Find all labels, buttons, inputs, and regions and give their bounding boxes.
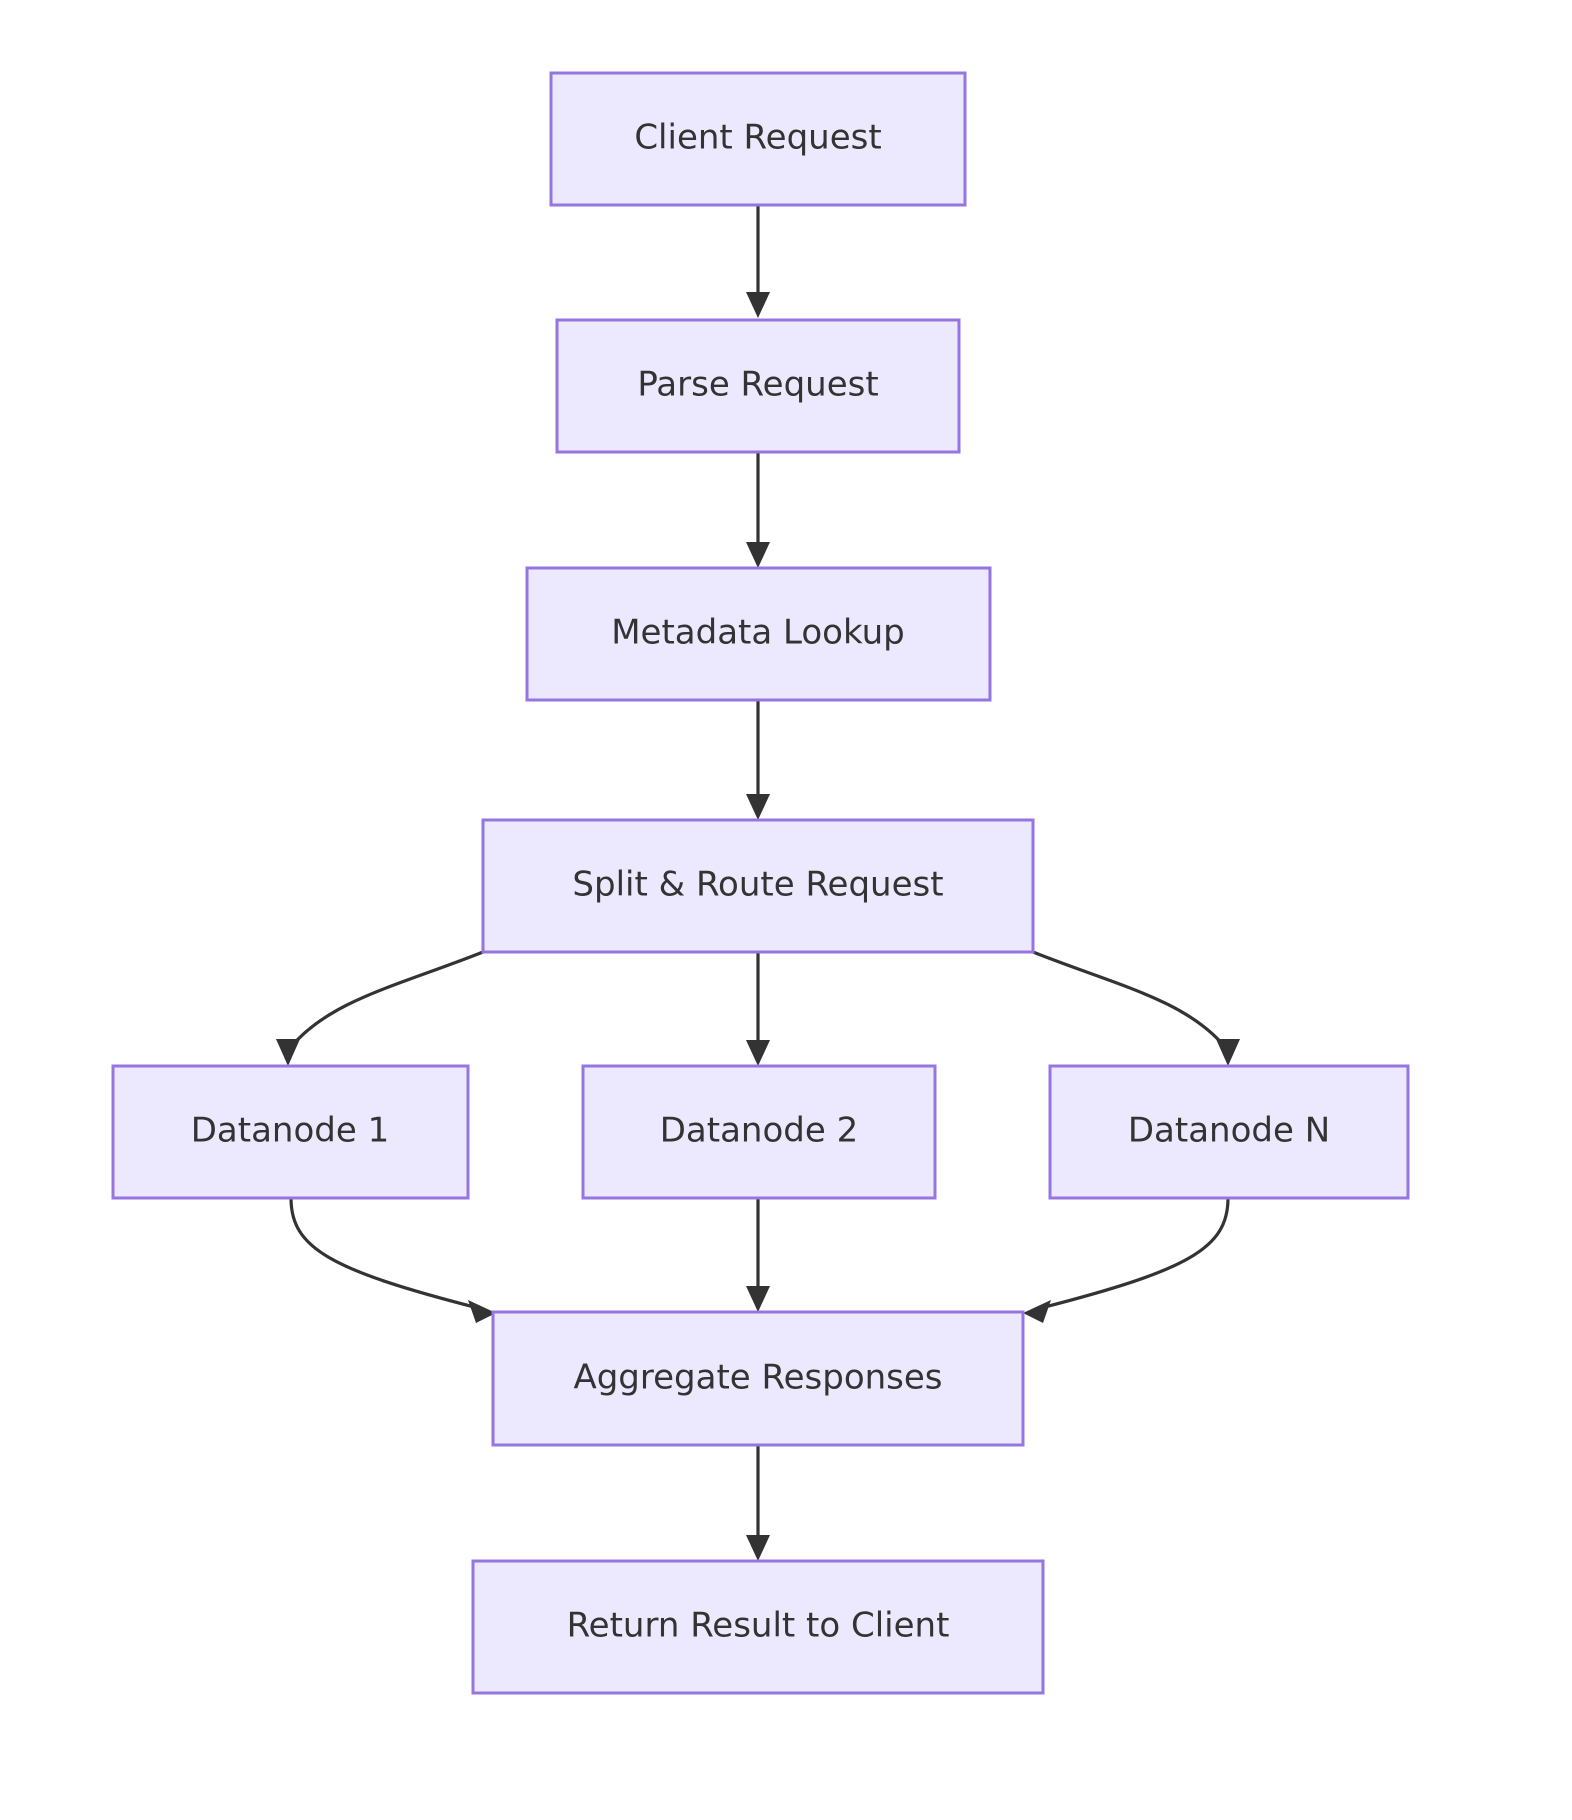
node-datanode-n[interactable]: Datanode N [1048, 1064, 1410, 1200]
edge-split-route-to-datanode-n [1032, 950, 1240, 1066]
node-datanode-2-rect[interactable] [581, 1064, 937, 1200]
node-split-route-request[interactable]: Split & Route Request [481, 818, 1035, 954]
node-client-request[interactable]: Client Request [549, 71, 967, 207]
node-return-result-label: Return Result to Client [567, 1606, 950, 1646]
edge-client-request-to-parse-request [746, 205, 770, 318]
node-metadata-lookup[interactable]: Metadata Lookup [525, 566, 992, 702]
node-return-result-rect[interactable] [471, 1559, 1045, 1695]
node-metadata-lookup-label: Metadata Lookup [611, 613, 905, 653]
node-datanode-2-label: Datanode 2 [660, 1111, 858, 1151]
node-aggregate-responses[interactable]: Aggregate Responses [491, 1310, 1025, 1447]
edge-split-route-to-datanode-2 [746, 952, 770, 1066]
edge-aggregate-to-return-result [746, 1445, 770, 1561]
node-return-result[interactable]: Return Result to Client [471, 1559, 1045, 1695]
edge-datanode-2-to-aggregate [746, 1198, 770, 1312]
node-parse-request[interactable]: Parse Request [555, 318, 961, 454]
node-aggregate-responses-rect[interactable] [491, 1310, 1025, 1447]
node-split-route-request-rect[interactable] [481, 818, 1035, 954]
node-parse-request-label: Parse Request [637, 365, 878, 405]
node-parse-request-rect[interactable] [555, 318, 961, 454]
node-split-route-request-label: Split & Route Request [572, 865, 943, 905]
node-datanode-2[interactable]: Datanode 2 [581, 1064, 937, 1200]
node-datanode-n-rect[interactable] [1048, 1064, 1410, 1200]
edge-split-route-to-datanode-1 [276, 950, 484, 1066]
node-metadata-lookup-rect[interactable] [525, 566, 992, 702]
node-datanode-1-label: Datanode 1 [191, 1111, 389, 1151]
edge-parse-request-to-metadata-lookup [746, 452, 770, 568]
node-datanode-1-rect[interactable] [111, 1064, 470, 1200]
node-client-request-label: Client Request [634, 118, 881, 158]
node-client-request-rect[interactable] [549, 71, 967, 207]
node-datanode-1[interactable]: Datanode 1 [111, 1064, 470, 1200]
edge-datanode-1-to-aggregate [289, 1197, 496, 1323]
node-aggregate-responses-label: Aggregate Responses [573, 1358, 942, 1398]
node-datanode-n-label: Datanode N [1128, 1111, 1330, 1151]
edge-datanode-n-to-aggregate [1023, 1197, 1230, 1323]
